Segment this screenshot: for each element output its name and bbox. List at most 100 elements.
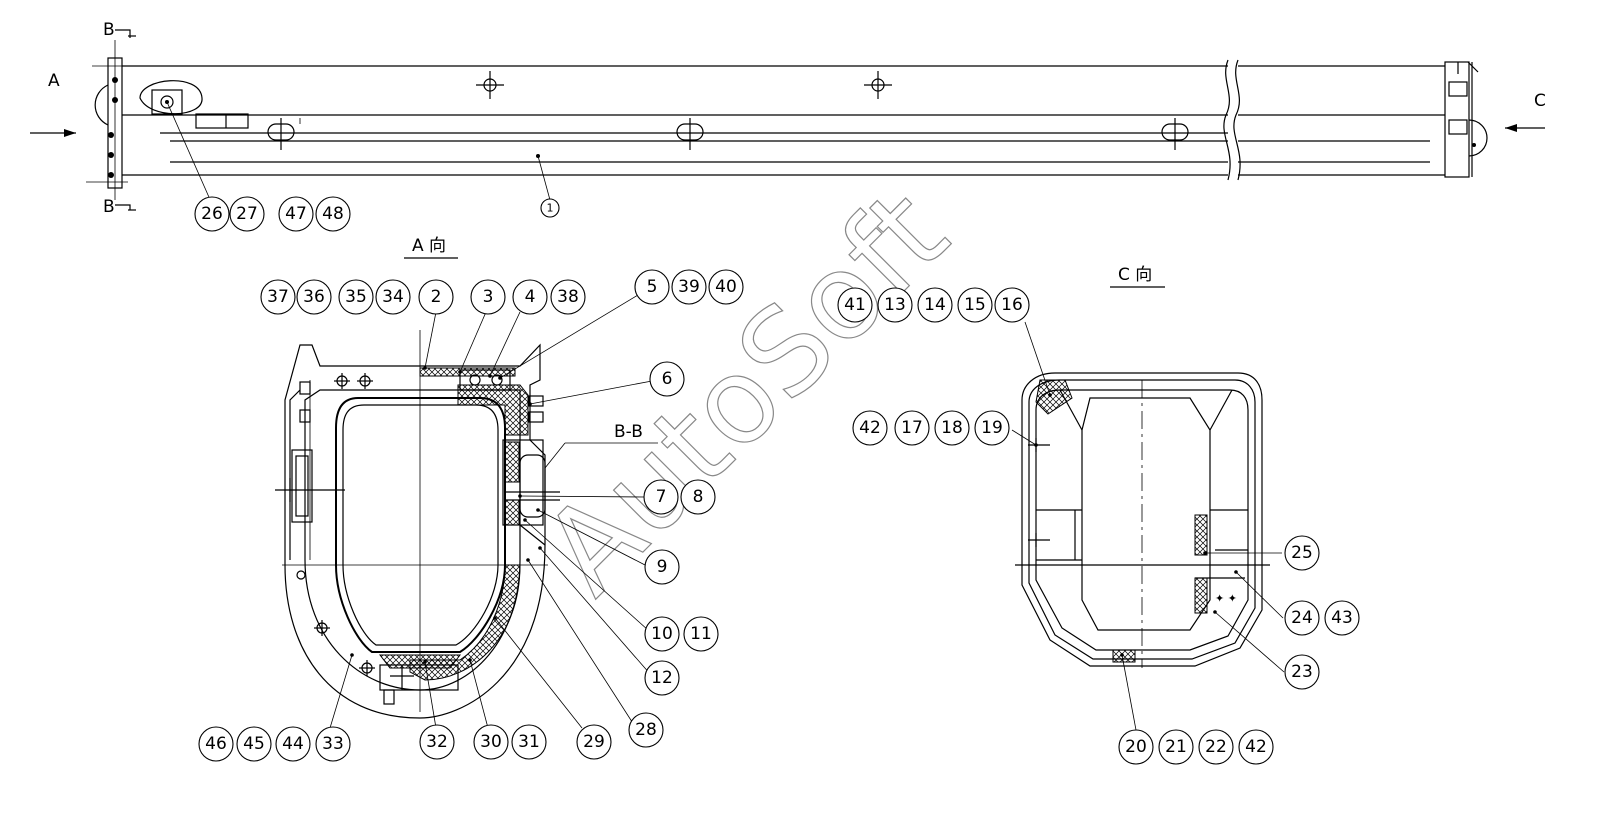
svg-text:21: 21: [1165, 737, 1187, 757]
balloon-1: 1: [540, 198, 560, 218]
svg-text:48: 48: [322, 204, 344, 224]
svg-text:47: 47: [285, 204, 307, 224]
view-a-section: A 向: [275, 236, 658, 729]
balloon-45: 45: [236, 726, 272, 762]
balloon-46: 46: [198, 726, 234, 762]
svg-text:12: 12: [651, 668, 673, 688]
svg-text:25: 25: [1291, 543, 1313, 563]
svg-text:44: 44: [282, 734, 304, 754]
svg-text:27: 27: [236, 204, 258, 224]
balloon-44: 44: [275, 726, 311, 762]
balloon-13: 13: [877, 287, 913, 323]
balloon-32: 32: [419, 724, 455, 760]
svg-text:14: 14: [924, 295, 946, 315]
balloon-26: 26: [194, 196, 230, 232]
balloon-36: 36: [296, 279, 332, 315]
svg-text:32: 32: [426, 732, 448, 752]
balloon-37: 37: [260, 279, 296, 315]
balloon-20: 20: [1118, 729, 1154, 765]
balloon-12: 12: [644, 660, 680, 696]
svg-text:✦ ✦: ✦ ✦: [1215, 592, 1237, 605]
balloon-4: 4: [512, 279, 548, 315]
svg-text:18: 18: [941, 418, 963, 438]
svg-text:8: 8: [693, 487, 704, 507]
balloon-34: 34: [375, 279, 411, 315]
balloon-24: 24: [1284, 600, 1320, 636]
svg-text:9: 9: [657, 557, 668, 577]
svg-text:31: 31: [518, 732, 540, 752]
label-b-top: B: [103, 20, 115, 40]
label-c-arrow: C: [1534, 91, 1546, 111]
svg-text:34: 34: [382, 287, 404, 307]
balloon-6: 6: [649, 361, 685, 397]
balloon-9: 9: [644, 549, 680, 585]
balloon-30: 30: [473, 724, 509, 760]
svg-text:2: 2: [431, 287, 442, 307]
balloon-42-bottom: 42: [1238, 729, 1274, 765]
balloon-2: 2: [418, 279, 454, 315]
section-bb-label: B-B: [614, 422, 643, 442]
balloon-33: 33: [315, 726, 351, 762]
svg-text:17: 17: [901, 418, 923, 438]
balloon-40: 40: [708, 269, 744, 305]
svg-text:46: 46: [205, 734, 227, 754]
balloon-42-top: 42: [852, 410, 888, 446]
view-a-title: A 向: [412, 236, 446, 256]
balloon-29: 29: [576, 724, 612, 760]
balloon-10: 10: [644, 616, 680, 652]
svg-text:39: 39: [678, 277, 700, 297]
svg-text:22: 22: [1205, 737, 1227, 757]
balloon-11: 11: [683, 616, 719, 652]
svg-text:37: 37: [267, 287, 289, 307]
svg-text:3: 3: [483, 287, 494, 307]
svg-text:6: 6: [662, 369, 673, 389]
label-b-bottom: B: [103, 197, 115, 217]
balloon-35: 35: [338, 279, 374, 315]
balloon-15: 15: [957, 287, 993, 323]
balloon-16: 16: [994, 287, 1030, 323]
label-a-arrow: A: [48, 71, 60, 91]
balloon-47: 47: [278, 196, 314, 232]
balloon-14: 14: [917, 287, 953, 323]
balloon-18: 18: [934, 410, 970, 446]
view-c-title: C 向: [1118, 265, 1152, 285]
svg-text:7: 7: [656, 487, 667, 507]
svg-text:38: 38: [557, 287, 579, 307]
balloon-5: 5: [634, 269, 670, 305]
svg-text:42: 42: [859, 418, 881, 438]
svg-text:41: 41: [844, 295, 866, 315]
svg-text:36: 36: [303, 287, 325, 307]
svg-text:28: 28: [635, 720, 657, 740]
view-c-section: C 向 ✦ ✦: [1011, 265, 1285, 731]
balloon-19: 19: [974, 410, 1010, 446]
svg-text:4: 4: [525, 287, 536, 307]
svg-text:45: 45: [243, 734, 265, 754]
balloon-41: 41: [837, 287, 873, 323]
balloon-25: 25: [1284, 535, 1320, 571]
svg-text:43: 43: [1331, 608, 1353, 628]
svg-text:24: 24: [1291, 608, 1313, 628]
svg-text:35: 35: [345, 287, 367, 307]
svg-text:1: 1: [547, 202, 554, 215]
svg-text:23: 23: [1291, 662, 1313, 682]
svg-text:15: 15: [964, 295, 986, 315]
balloon-28: 28: [628, 712, 664, 748]
svg-text:42: 42: [1245, 737, 1267, 757]
balloon-48: 48: [315, 196, 351, 232]
main-beam-view: B B A: [30, 20, 1546, 217]
svg-text:10: 10: [651, 624, 673, 644]
balloon-8: 8: [680, 479, 716, 515]
balloon-43: 43: [1324, 600, 1360, 636]
svg-text:5: 5: [647, 277, 658, 297]
svg-text:11: 11: [690, 624, 712, 644]
svg-text:33: 33: [322, 734, 344, 754]
svg-text:29: 29: [583, 732, 605, 752]
balloon-7: 7: [643, 479, 679, 515]
svg-text:30: 30: [480, 732, 502, 752]
svg-text:40: 40: [715, 277, 737, 297]
balloon-21: 21: [1158, 729, 1194, 765]
balloon-38: 38: [550, 279, 586, 315]
svg-text:19: 19: [981, 418, 1003, 438]
balloon-3: 3: [470, 279, 506, 315]
